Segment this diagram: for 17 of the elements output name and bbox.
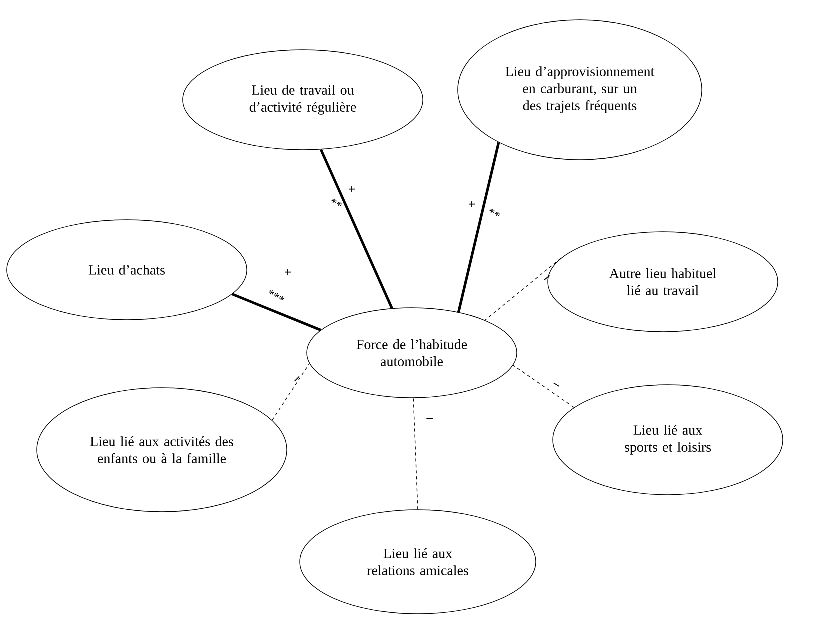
edge-label: – — [554, 382, 560, 387]
connector-line — [413, 398, 418, 510]
connector-line — [232, 293, 322, 332]
connector-line — [272, 363, 310, 421]
significance-mark: *** — [269, 290, 285, 301]
connector-line — [457, 142, 500, 313]
connector-line — [484, 258, 562, 321]
edge-label: + — [285, 269, 292, 276]
edge-label: – — [294, 376, 300, 382]
connector-line — [512, 365, 575, 408]
edge-label: – — [426, 418, 434, 420]
significance-mark: ** — [332, 198, 342, 206]
edge-label: – — [544, 276, 550, 280]
edge-label: + — [469, 201, 476, 208]
significance-mark: ** — [490, 208, 500, 216]
edge-label: + — [349, 186, 356, 192]
connector-line — [320, 149, 394, 309]
